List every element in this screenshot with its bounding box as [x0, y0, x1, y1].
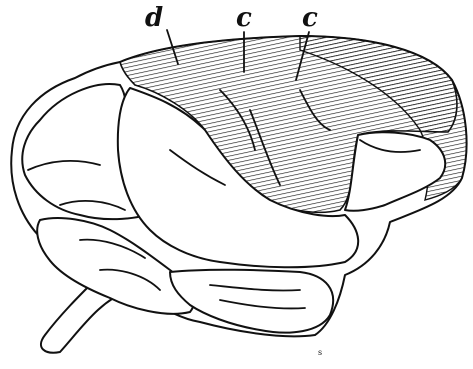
- label-d: d: [145, 3, 163, 33]
- label-small: s: [318, 348, 322, 357]
- label-c2: c: [302, 3, 318, 33]
- label-c1: c: [236, 3, 252, 33]
- lower-lobe: [170, 270, 333, 333]
